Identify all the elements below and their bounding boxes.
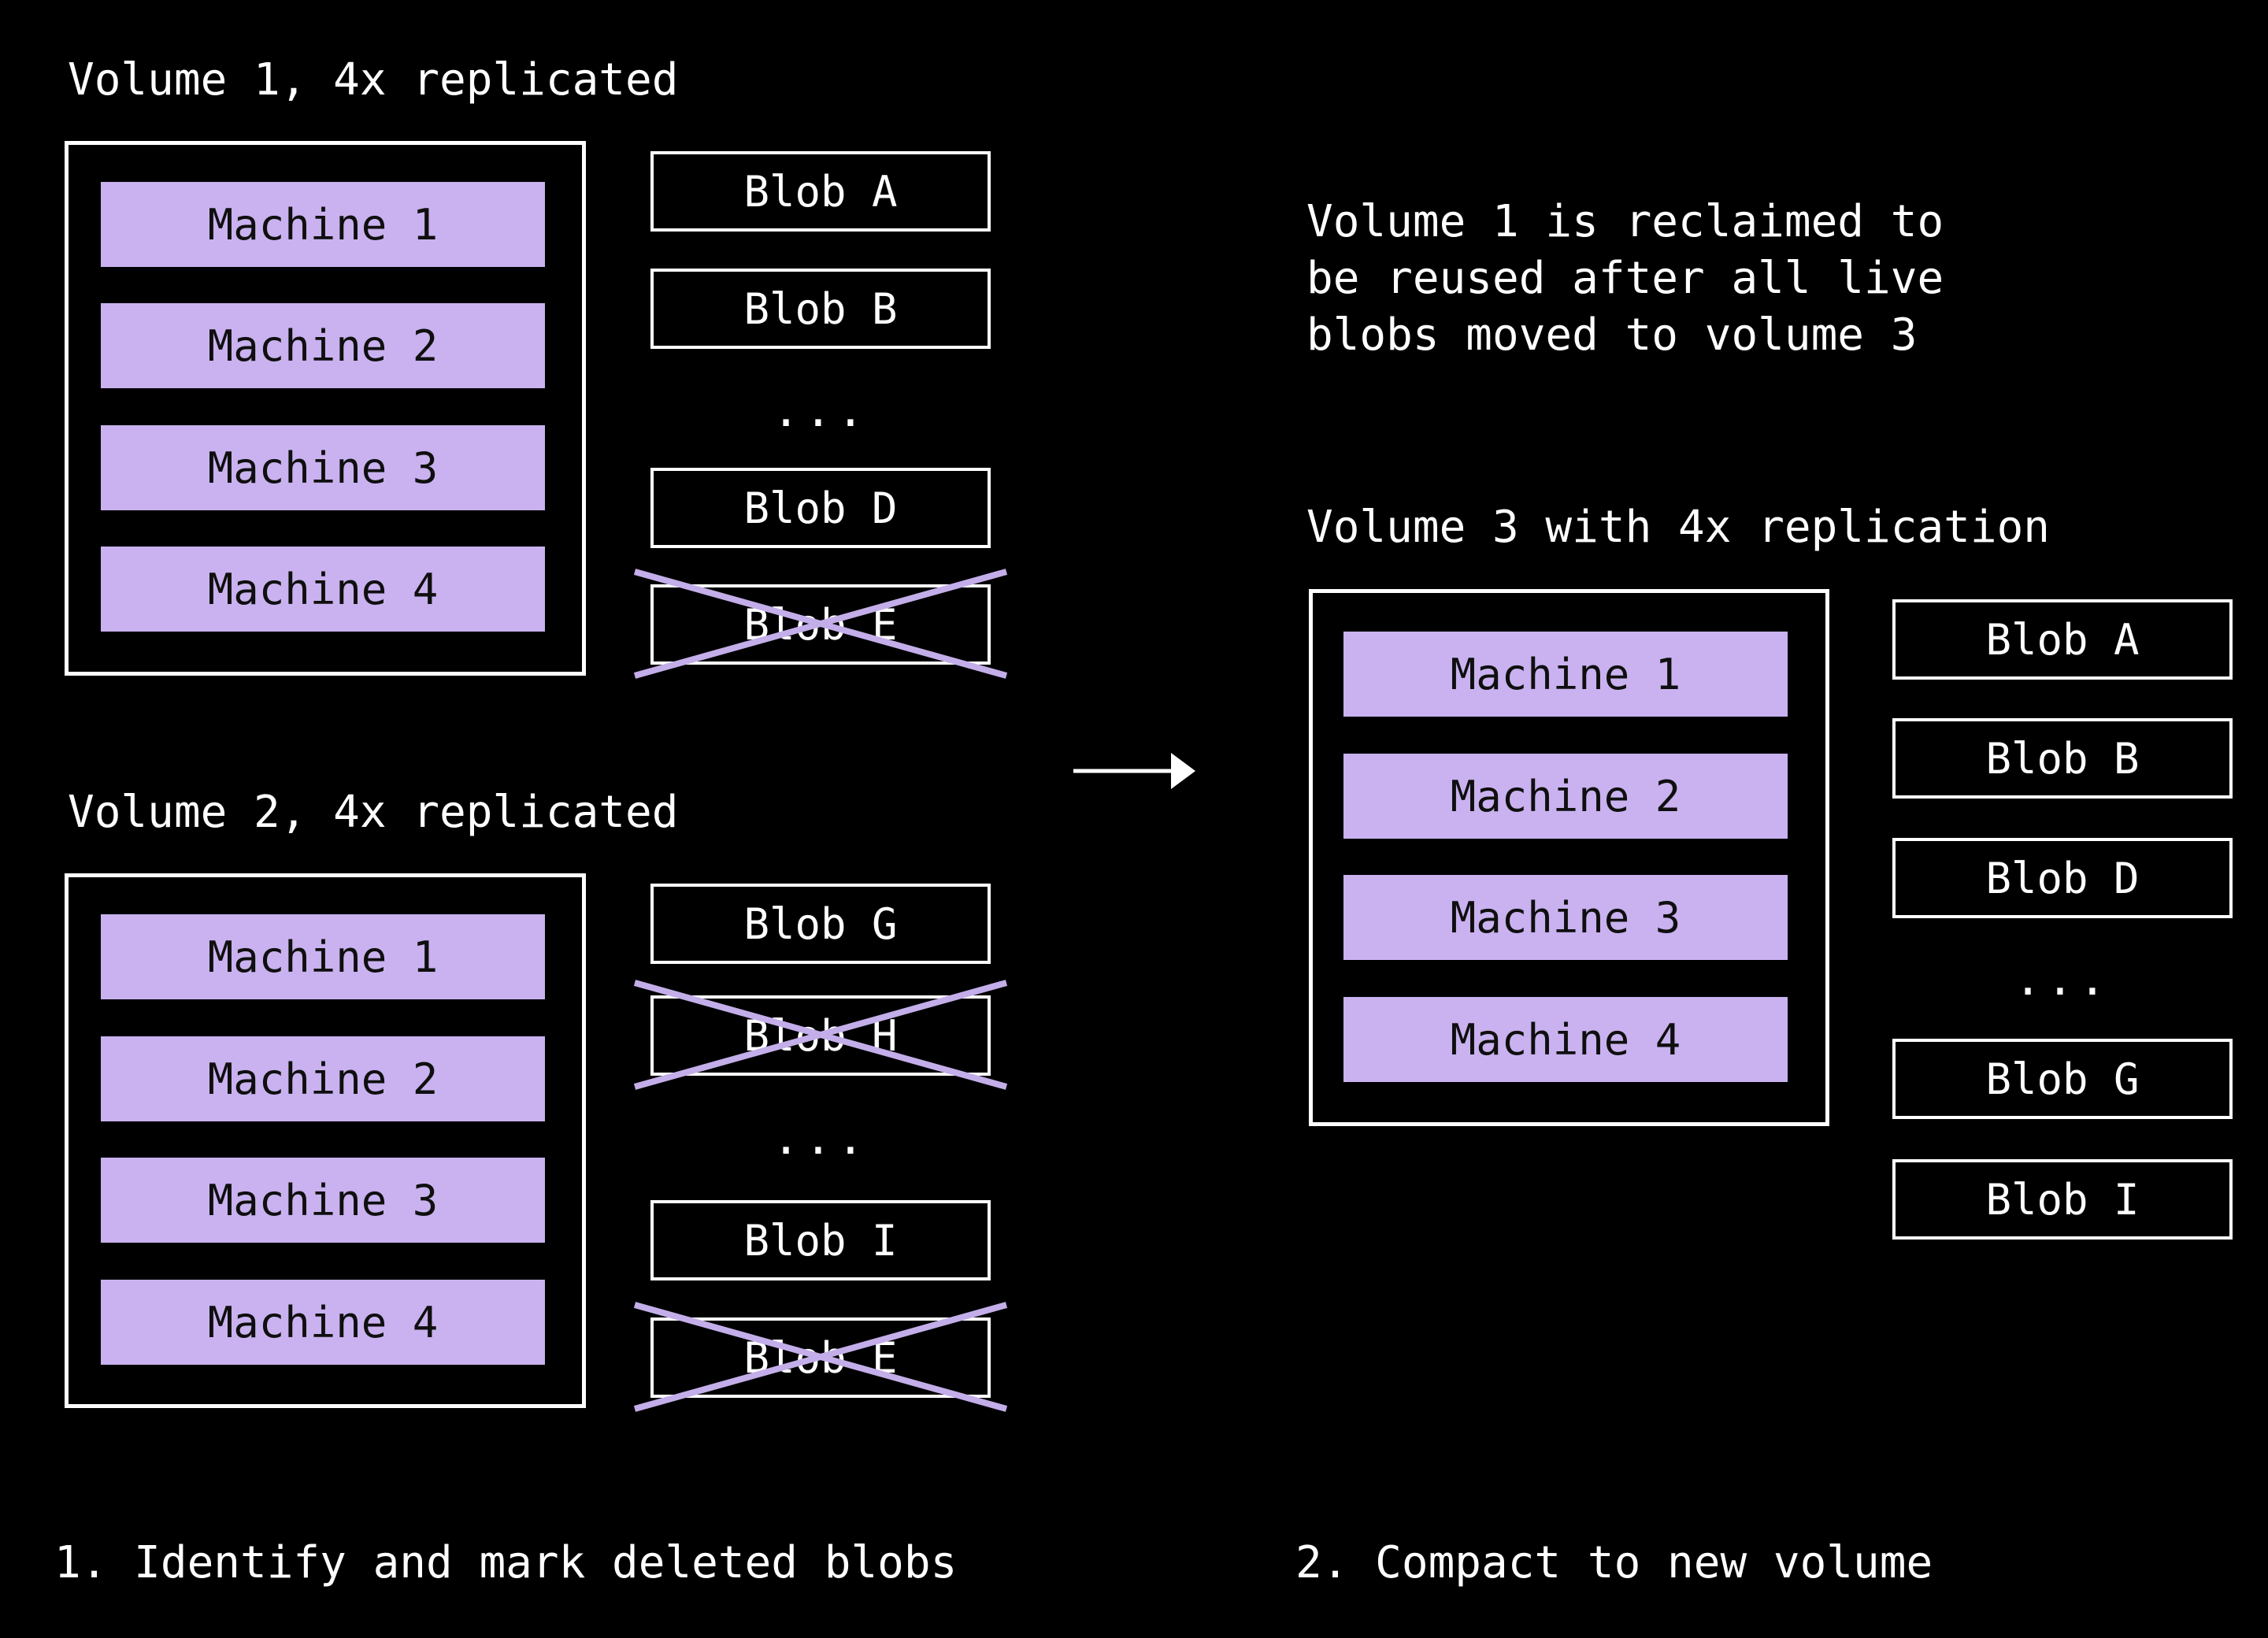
- volume3-machine-3: Machine 3: [1343, 875, 1788, 960]
- volume2-machine-2: Machine 2: [101, 1036, 545, 1121]
- volume3-machine-1: Machine 1: [1343, 632, 1788, 717]
- volume3-machine-4: Machine 4: [1343, 997, 1788, 1082]
- volume3-blob-d: Blob D: [1892, 838, 2233, 918]
- volume2-machine-3: Machine 3: [101, 1158, 545, 1243]
- volume2-ellipsis: ...: [772, 1111, 869, 1165]
- volume2-machine-1: Machine 1: [101, 914, 545, 999]
- volume1-machine-3: Machine 3: [101, 425, 545, 510]
- volume1-machine-1: Machine 1: [101, 182, 545, 267]
- volume3-blob-i: Blob I: [1892, 1159, 2233, 1240]
- volume3-ellipsis: ...: [2014, 952, 2111, 1006]
- annotation-line-2: be reused after all live: [1306, 253, 1944, 304]
- volume3-blob-a: Blob A: [1892, 599, 2233, 680]
- reclaim-annotation: Volume 1 is reclaimed to be reused after…: [1306, 194, 1944, 364]
- volume1-blob-a: Blob A: [650, 151, 991, 232]
- volume1-blob-b: Blob B: [650, 269, 991, 349]
- volume1-ellipsis: ...: [772, 384, 869, 437]
- volume3-blob-g: Blob G: [1892, 1039, 2233, 1119]
- volume2-blob-i: Blob I: [650, 1200, 991, 1280]
- volume1-machine-4: Machine 4: [101, 547, 545, 632]
- volume2-machine-4: Machine 4: [101, 1280, 545, 1365]
- annotation-line-3: blobs moved to volume 3: [1306, 309, 1918, 361]
- volume2-title: Volume 2, 4x replicated: [68, 787, 679, 838]
- volume3-blob-b: Blob B: [1892, 718, 2233, 799]
- volume2-blob-h-deleted: Blob H: [650, 995, 991, 1076]
- volume1-blob-d: Blob D: [650, 468, 991, 548]
- arrow-right-icon: [1073, 753, 1195, 789]
- step1-caption: 1. Identify and mark deleted blobs: [54, 1537, 958, 1588]
- volume2-blob-g: Blob G: [650, 884, 991, 964]
- volume3-title: Volume 3 with 4x replication: [1306, 502, 2051, 553]
- step2-caption: 2. Compact to new volume: [1295, 1537, 1933, 1588]
- volume2-blob-e-deleted: Blob E: [650, 1317, 991, 1398]
- volume1-title: Volume 1, 4x replicated: [68, 54, 679, 106]
- volume1-blob-e-deleted: Blob E: [650, 584, 991, 665]
- volume1-machine-2: Machine 2: [101, 303, 545, 388]
- annotation-line-1: Volume 1 is reclaimed to: [1306, 196, 1944, 247]
- volume3-machine-2: Machine 2: [1343, 754, 1788, 839]
